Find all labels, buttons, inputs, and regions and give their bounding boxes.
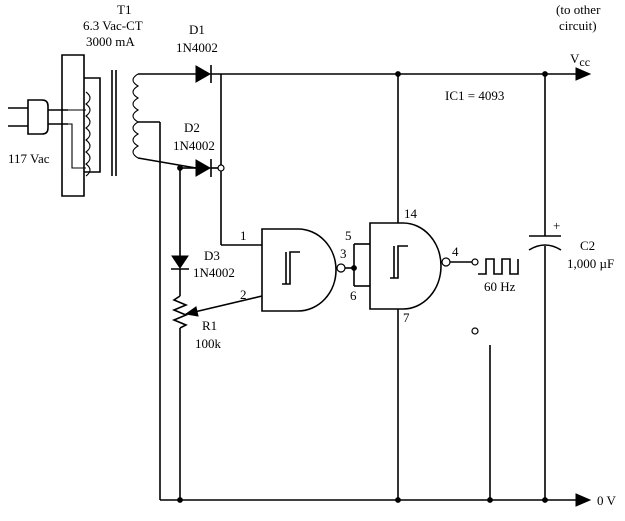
transformer-current: 3000 mA bbox=[86, 34, 135, 49]
transformer-rating: 6.3 Vac-CT bbox=[83, 18, 143, 33]
frequency-label: 60 Hz bbox=[484, 279, 516, 294]
diode-d3 bbox=[171, 255, 189, 270]
ground-arrow bbox=[575, 493, 592, 507]
gate2-pin5: 5 bbox=[345, 228, 352, 243]
nand-gate-1 bbox=[261, 228, 346, 312]
transformer-ref: T1 bbox=[117, 2, 131, 17]
ic-label: IC1 = 4093 bbox=[445, 88, 504, 103]
gate2-pin7: 7 bbox=[403, 310, 410, 325]
capacitor-polarity: + bbox=[553, 218, 560, 233]
vcc-label: Vcc bbox=[570, 51, 590, 69]
resistor-ref: R1 bbox=[202, 318, 217, 333]
diode-d2-ref: D2 bbox=[184, 120, 200, 135]
ground-terminal bbox=[471, 327, 479, 335]
gate2-pin14: 14 bbox=[404, 206, 418, 221]
gate2-pin4: 4 bbox=[452, 244, 459, 259]
gate2-pin6: 6 bbox=[350, 288, 357, 303]
capacitor-c2 bbox=[528, 235, 562, 251]
diode-d2 bbox=[195, 159, 212, 177]
diode-d1-part: 1N4002 bbox=[176, 40, 218, 55]
diode-d1 bbox=[195, 65, 212, 83]
mains-plug bbox=[8, 99, 68, 135]
diode-d2-part: 1N4002 bbox=[173, 138, 215, 153]
gate1-pin2: 2 bbox=[240, 287, 247, 302]
gate1-pin3: 3 bbox=[340, 246, 347, 261]
diode-d3-ref: D3 bbox=[204, 248, 220, 263]
mains-voltage-label: 117 Vac bbox=[8, 151, 50, 166]
gate1-pin1: 1 bbox=[240, 228, 247, 243]
potentiometer-r1 bbox=[171, 295, 263, 329]
vcc-arrow bbox=[575, 67, 592, 81]
capacitor-ref: C2 bbox=[580, 238, 595, 253]
square-wave-symbol bbox=[478, 258, 519, 275]
ground-label: 0 V bbox=[597, 493, 617, 508]
diode-d1-ref: D1 bbox=[189, 22, 205, 37]
output-note-line1: (to other bbox=[556, 2, 601, 17]
output-note-line2: circuit) bbox=[559, 18, 597, 33]
transformer-t1 bbox=[61, 54, 140, 197]
capacitor-value: 1,000 µF bbox=[567, 256, 614, 271]
resistor-value: 100k bbox=[195, 336, 222, 351]
test-point-diode-output bbox=[217, 164, 225, 172]
output-terminal bbox=[471, 258, 479, 266]
diode-d3-part: 1N4002 bbox=[193, 265, 235, 280]
nand-gate-2 bbox=[369, 222, 451, 310]
